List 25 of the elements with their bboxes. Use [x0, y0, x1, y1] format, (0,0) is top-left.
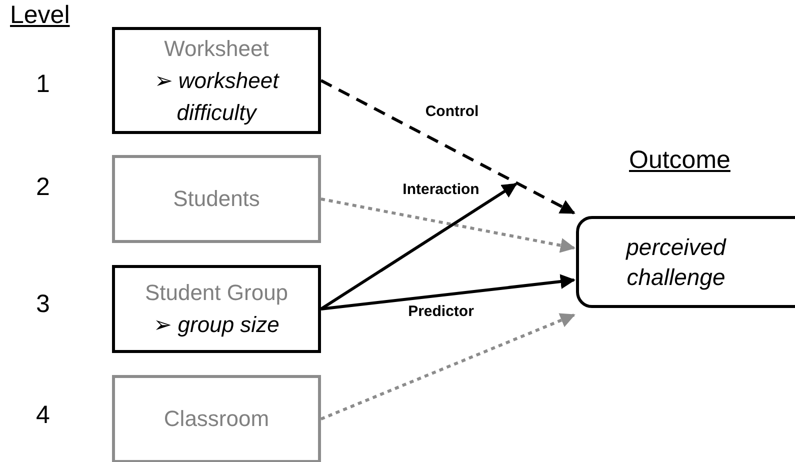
level-heading: Level: [10, 3, 70, 28]
outcome-text: perceived challenge: [624, 233, 728, 292]
arrow: [320, 274, 576, 310]
level-box: [112, 265, 321, 353]
box-title: Classroom: [162, 405, 270, 433]
level-box: [112, 27, 321, 134]
box-title: Worksheet: [163, 34, 270, 62]
level-number: 2: [36, 175, 50, 200]
level-box: [112, 375, 321, 462]
edge-label: Predictor: [407, 304, 475, 319]
box-title: Student Group: [144, 279, 290, 307]
variable-text: ➢ group size: [152, 311, 280, 339]
arrow: [320, 79, 576, 214]
edge-label: Control: [424, 104, 480, 119]
variable-text: ➢ worksheet difficulty: [153, 66, 280, 127]
box-title: Students: [172, 185, 261, 213]
arrow: [320, 313, 576, 420]
level-number: 4: [36, 403, 50, 428]
level-box: [112, 155, 321, 243]
level-number: 3: [36, 292, 50, 317]
outcome-heading: Outcome: [629, 148, 730, 173]
level-number: 1: [36, 72, 50, 97]
edge-label: Interaction: [402, 182, 480, 197]
arrow: [320, 198, 576, 253]
arrow: [320, 182, 518, 310]
